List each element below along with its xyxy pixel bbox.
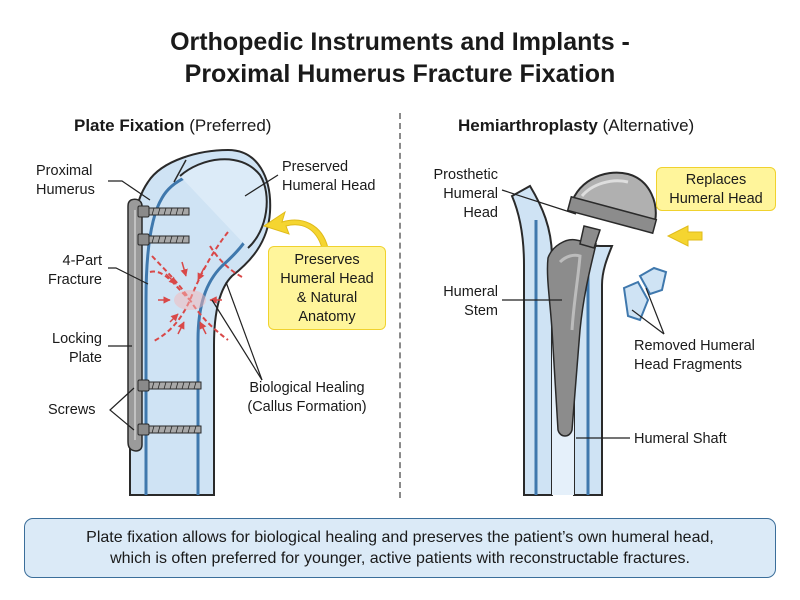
replace-callout-line-2: Humeral Head [669,191,763,207]
screw-2 [137,233,190,246]
label-biological-healing: Biological Healing (Callus Formation) [232,379,382,417]
fracture-lines [149,231,245,343]
label-humeral-stem: Humeral Stem [412,283,498,321]
label-removed-head-fragments: Removed Humeral Head Fragments [634,337,755,375]
panel-divider [399,113,401,498]
preserve-head-callout: Preserves Humeral Head & Natural Anatomy [268,246,386,330]
label-4-part-fracture: 4-Part Fracture [38,252,102,290]
screw-3 [137,379,202,392]
preserve-callout-line-2: Humeral Head [280,271,374,287]
label-prosthetic-head-line-3: Head [463,205,498,221]
label-preserved-head-line-1: Preserved [282,159,349,175]
replace-callout-line-1: Replaces [685,172,747,188]
hemiarthroplasty-heading: Hemiarthroplasty (Alternative) [458,115,694,137]
humeral-shaft-bone [510,184,614,496]
title-line-1: Orthopedic Instruments and Implants - [170,28,630,56]
label-prosthetic-head-line-2: Humeral [443,186,498,202]
label-locking-plate-line-2: Plate [68,350,102,366]
label-prosthetic-head-line-1: Prosthetic [433,167,498,183]
hemiarthroplasty-qualifier: (Alternative) [602,116,695,135]
title-line-2: Proximal Humerus Fracture Fixation [184,60,616,88]
preserve-callout-line-4: Anatomy [298,309,356,325]
summary-box: Plate fixation allows for biological hea… [24,518,776,578]
summary-line-1: Plate fixation allows for biological hea… [86,529,714,546]
plate-fixation-qualifier: (Preferred) [189,116,272,135]
label-screws: Screws [48,402,96,418]
screw-1 [137,205,190,218]
diagram-title: Orthopedic Instruments and Implants - Pr… [0,26,800,90]
screw-4 [137,423,202,436]
removed-head-fragments [622,266,668,322]
prosthetic-head-implant [566,171,658,249]
label-fracture-line-2: Fracture [48,272,102,288]
screws [137,205,202,436]
label-locking-plate-line-1: Locking [52,331,102,347]
label-prosthetic-humeral-head: Prosthetic Humeral Head [412,166,498,223]
humeral-stem-implant [546,238,597,437]
label-humeral-stem-line-1: Humeral [443,284,498,300]
preserve-callout-line-1: Preserves [294,252,360,268]
hemiarthroplasty-leader-lines [501,189,665,439]
plate-fixation-heading-text: Plate Fixation [74,116,185,135]
label-preserved-humeral-head: Preserved Humeral Head [282,158,376,196]
label-proximal-humerus: Proximal Humerus [36,162,95,200]
hemiarthroplasty-heading-text: Hemiarthroplasty [458,116,598,135]
label-biological-healing-line-1: Biological Healing [249,380,365,396]
summary-line-2: which is often preferred for younger, ac… [110,550,690,567]
plate-fixation-leader-lines [108,174,279,431]
label-proximal-humerus-line-1: Proximal [36,163,93,179]
plate-fixation-heading: Plate Fixation (Preferred) [74,115,271,137]
label-humeral-shaft: Humeral Shaft [634,431,727,447]
label-locking-plate: Locking Plate [38,330,102,368]
label-biological-healing-line-2: (Callus Formation) [247,399,367,415]
replace-head-callout: Replaces Humeral Head [656,167,776,211]
label-removed-fragments-line-1: Removed Humeral [634,338,755,354]
label-humeral-stem-line-2: Stem [464,303,498,319]
label-preserved-head-line-2: Humeral Head [282,178,376,194]
replace-callout-arrow [666,225,703,247]
label-fracture-line-1: 4-Part [62,253,103,269]
preserve-callout-arrow [262,210,329,249]
label-removed-fragments-line-2: Head Fragments [634,357,742,373]
preserve-callout-line-3: & Natural [296,290,358,306]
label-proximal-humerus-line-2: Humerus [36,182,95,198]
